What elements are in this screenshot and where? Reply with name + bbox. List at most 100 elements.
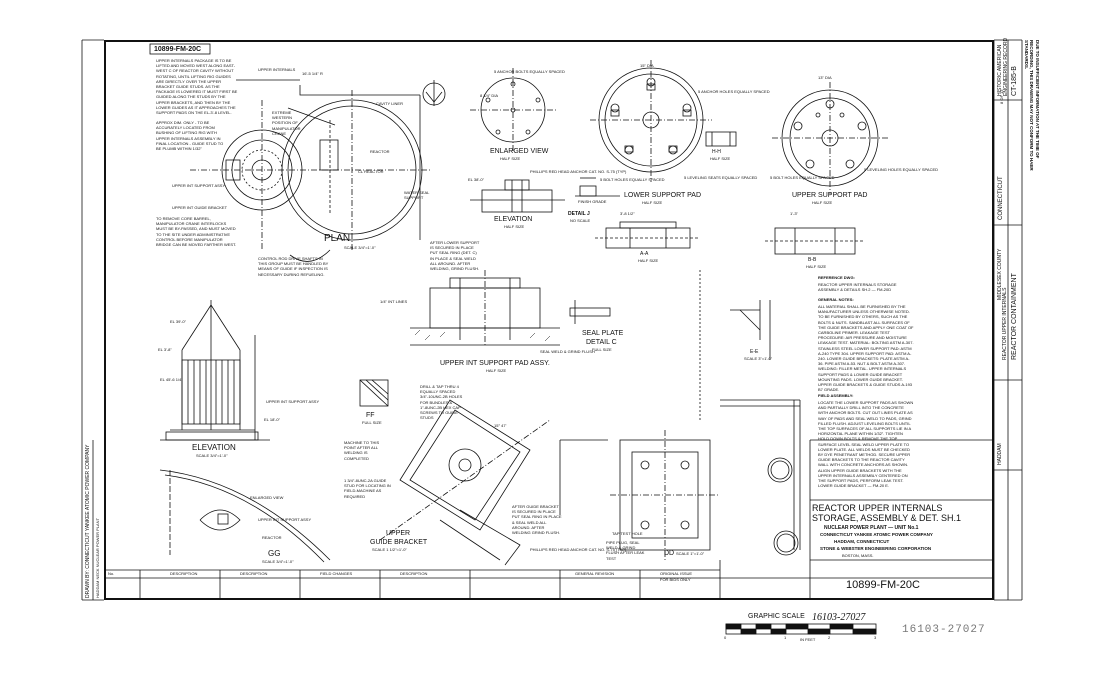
label-upper-bolt-holes: 5 BOLT HOLES EQUALLY SPACED [770,175,835,180]
view-guide-scale: SCALE 1 1/2"=1'-0" [372,547,407,552]
label-gg-upper-int: UPPER INT SUPPORT ASSY [258,517,312,522]
scale-tick-3: 3 [874,635,877,640]
drawing-border [104,40,994,600]
view-detail-j-title: DETAIL J [568,211,590,217]
label-anchor-bolts: 5 ANCHOR BOLTS EQUALLY SPACED [494,69,565,74]
view-enlarged-scale: HALF SIZE [500,156,521,161]
label-elev-upper-int: UPPER INT SUPPORT ASSY [266,399,320,404]
view-hh-title: H-H [712,149,721,155]
notes-general-text: ALL MATERIAL SHALL BE FURNISHED BY THE M… [818,304,914,393]
view-hh-scale: HALF SIZE [710,156,731,161]
haer-note-right: DUE TO INSUFFICIENT INFORMATION AT THE T… [1024,40,1040,171]
left-drawn-by: DRAWN BY: CONNECTICUT YANKEE ATOMIC POWE… [85,444,91,598]
dim-15-dia: 15" DIA [640,63,654,68]
note-after-guide: AFTER GUIDE BRACKET IS SECURED IN PLACE … [512,504,562,536]
label-anchor-holes: 5 ANCHOR HOLES EQUALLY SPACED [698,89,770,94]
view-lower-pad-title: LOWER SUPPORT PAD [624,192,702,199]
title-drawing-number: 10899-FM-20C [846,579,920,591]
label-upper-int-support: UPPER INT SUPPORT ASSY [172,183,226,188]
notes-field-text: LOCATE THE LOWER SUPPORT PADS AS SHOWN A… [818,400,914,489]
notes-general-title: GENERAL NOTES: [818,297,854,302]
scale-tick-2: 2 [828,635,831,640]
haer-sheet: 8 OF 13 [999,89,1004,104]
view-detail-j-scale: NO SCALE [570,218,591,223]
notes-reference-text: REACTOR UPPER INTERNALS STORAGE ASSEMBLY… [818,282,897,293]
view-detail-c-title: DETAIL C [586,339,617,346]
title-line-1: REACTOR UPPER INTERNALS [812,503,943,513]
view-upper-pad-scale: HALF SIZE [812,200,833,205]
view-ee-title: E-E [750,349,759,355]
view-gg-scale: SCALE 3/4"=1'-0" [262,559,294,564]
dim-el-18: EL 18'-0" [264,417,281,422]
haer-county: MIDDLESEX COUNTY [997,248,1003,300]
label-phillips: PHILLIPS RED HEAD ANCHOR CAT. NO. S-75 (… [530,169,627,174]
view-elevation-left-title: ELEVATION [192,443,236,452]
for-bids-only: FOR BIDS ONLY [660,577,691,582]
label-upper-int-guide: UPPER INT GUIDE BRACKET [172,205,228,210]
title-engineer: STONE & WEBSTER ENGINEERING CORPORATION [820,546,932,551]
view-ff-title: FF [366,412,375,419]
graphic-scale-bar [725,623,877,635]
dim-el-3-8: EL 3'-8" [158,347,172,352]
label-tap-test: TAP TEST HOLE [612,531,643,536]
haer-record-sub: REACTOR UPPER INTERNALS [1002,287,1008,360]
dim-el-45: EL 45'-6 1/4" [160,377,183,382]
label-reactor: REACTOR [370,149,390,154]
note-sediment: TO REMOVE CORE BARREL, MANIPULATOR CRANE… [156,216,237,248]
view-bb-title: B-B [808,257,817,263]
label-manipulator: EXTREME WESTERN POSITION OF MANIPULATOR … [272,110,301,136]
notes-reference-title: REFERENCE DWG: [818,275,855,280]
drawing-number-top: 10899-FM-20C [154,46,202,53]
general-revision: GENERAL REVISION [575,571,615,576]
note-guide-stud: 1 3/4"-8UNC-2A GUIDE STUD FOR LOCATING I… [344,478,391,499]
note-top: UPPER INTERNALS PACKAGE IS TO BE LIFTED … [156,58,238,116]
note-approx: APPROX DIM. ONLY - TO BE ACCURATELY LOCA… [156,120,224,152]
label-phillips-2: PHILLIPS RED HEAD ANCHOR CAT. NO. S-75 (… [530,547,627,552]
label-leveling-holes: 5 LEVELING HOLES EQUALLY SPACED [864,167,939,172]
view-upper-int-pad-title: UPPER INT SUPPORT PAD ASSY. [440,360,550,367]
dim-13-dia: 13" DIA [818,75,832,80]
view-lower-pad-scale: HALF SIZE [642,200,663,205]
original-issue: ORIGINAL ISSUE [660,571,693,576]
view-aa-scale: HALF SIZE [638,258,659,263]
view-elevation-center-title: ELEVATION [494,216,533,223]
seal-right [773,530,799,556]
label-finish-grade: FINISH GRADE [578,199,607,204]
view-guide-title-2: GUIDE BRACKET [370,539,428,546]
view-plan-title: PLAN [324,233,351,244]
dim-angle: 15° 47' [494,423,507,428]
label-pipe-plug: PIPE PLUG, SEAL WELD & GRIND FLUSH AFTER… [606,540,645,561]
dim-8-dia: 8 1/4" DIA [480,93,499,98]
dim-el-39: EL 39'-0" [170,319,187,324]
left-plant-name: HADDAM NECK NUCLEAR POWER PLANT [95,517,100,598]
seal-left [767,457,793,483]
view-ff-scale: FULL SIZE [362,420,382,425]
title-company: CONNECTICUT YANKEE ATOMIC POWER COMPANY [820,532,933,537]
title-plant: NUCLEAR POWER PLANT — UNIT No.1 [824,525,919,531]
scale-tick-0: 0 [724,635,727,640]
dim-1-3: 1'-3" [790,211,798,216]
haer-code: CT-185-B [1011,66,1018,96]
rev-desc-3: DESCRIPTION [400,571,428,576]
stamp-number: 16103-27027 [902,624,986,636]
graphic-scale-label: GRAPHIC SCALE [748,613,805,620]
dim-el-38: EL 38'-0" [468,177,485,182]
label-water-seal: WATER SEAL SUPPORT [404,190,430,201]
view-plan-scale: SCALE 3/4"=1'-0" [344,245,376,250]
note-drill: DRILL & TAP THRU 4 EQUALLY SPACED 3/4"-1… [420,384,463,421]
dim-3-8: 3'-8 1/2" [620,211,635,216]
note-control-rod: CONTROL ROD DRIVE SHAFTS IN THIS GROUP M… [258,256,329,277]
haer-line-2: ENGINEERING RECORD [1003,37,1009,96]
label-gg-reactor: REACTOR [262,535,282,540]
label-gg-enlarged: ENLARGED VIEW [250,495,284,500]
field-changes: FIELD CHANGES [320,571,353,576]
view-gg-title: GG [268,549,281,558]
note-machine: MACHINE TO THIS POINT AFTER ALL WELDING … [344,440,380,461]
label-inch-lines: 1/4" INT LINES [380,299,408,304]
label-bolt-holes: 5 BOLT HOLES EQUALLY SPACED [600,177,665,182]
note-pad: AFTER LOWER SUPPORT IS SECURED IN PLACE … [430,240,480,272]
label-cavity-liner: CAVITY LINER [376,101,403,106]
view-dd-title: DD [664,550,675,557]
view-elevation-center-scale: HALF SIZE [504,224,525,229]
